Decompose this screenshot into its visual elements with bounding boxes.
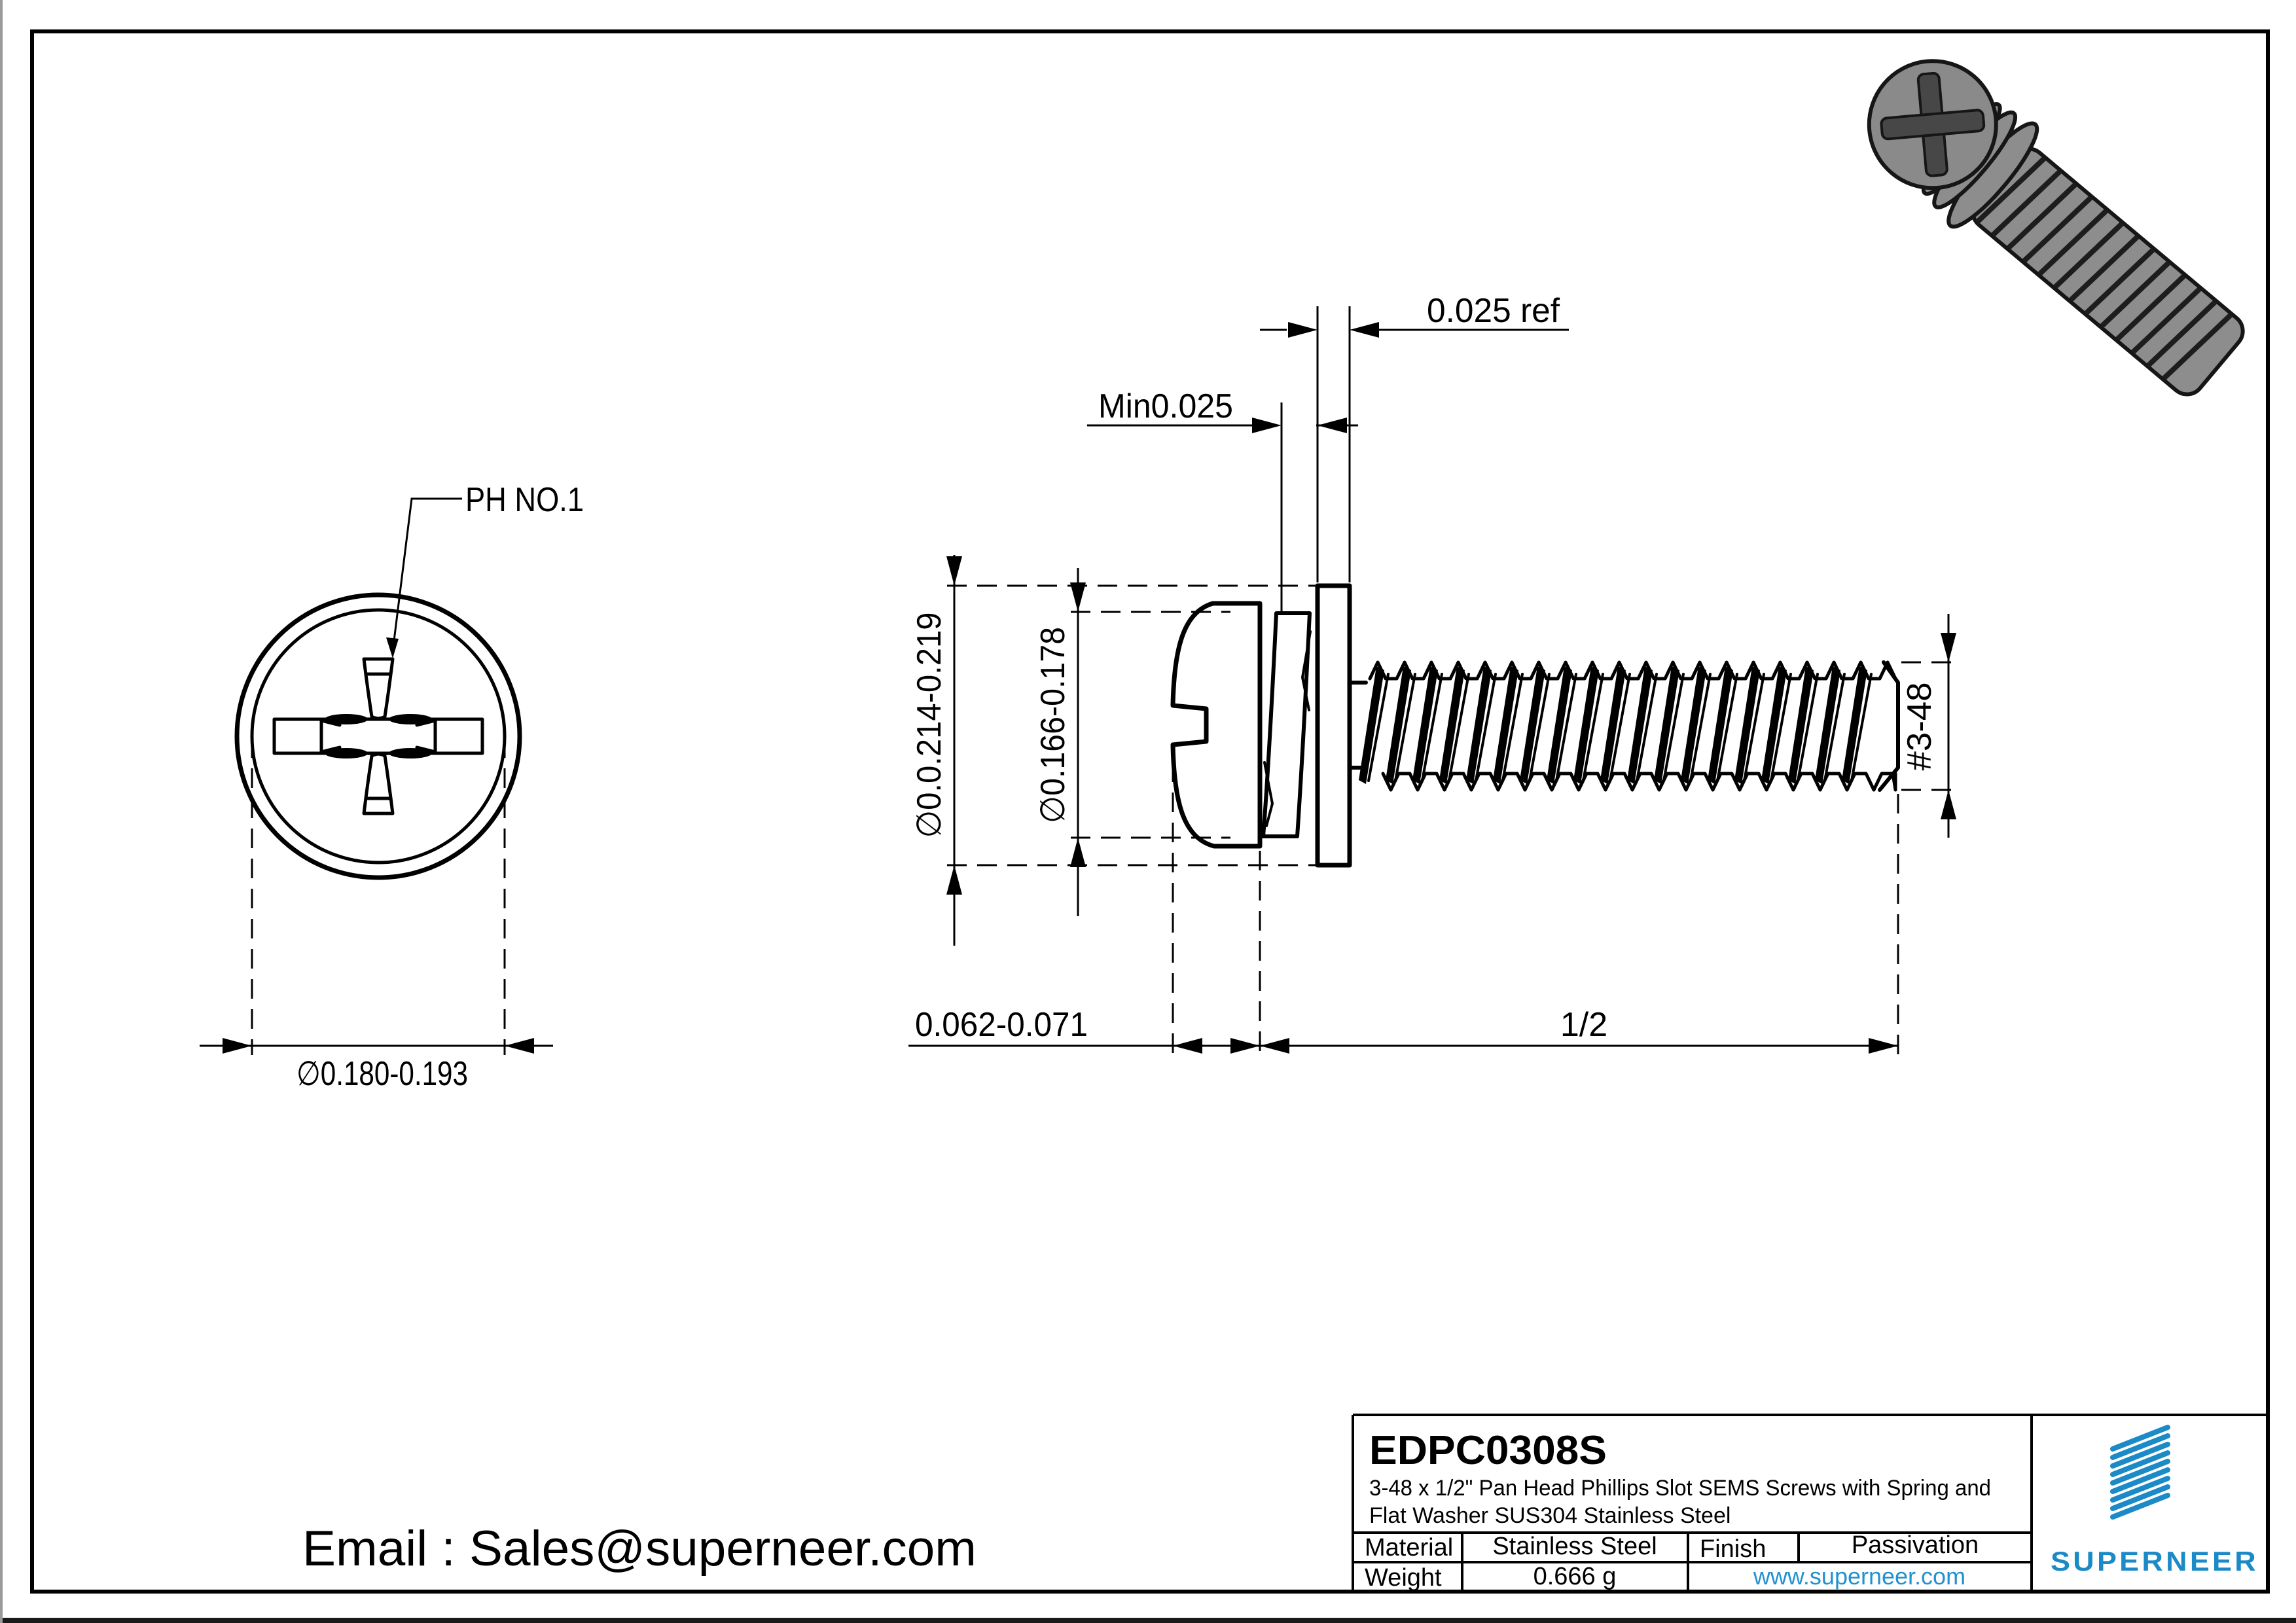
phillips-recess-outline bbox=[319, 657, 437, 815]
website-link: www.superneer.com bbox=[1753, 1563, 1965, 1590]
contact-email: Email : Sales@superneer.com bbox=[302, 1521, 977, 1577]
phillips-recess-shading bbox=[325, 714, 432, 758]
thread-tip bbox=[1878, 660, 1900, 792]
weight-label: Weight bbox=[1365, 1564, 1442, 1592]
page-border-frame bbox=[30, 29, 2270, 1594]
end-view: PH NO.1 ∅0.180-0.193 bbox=[200, 481, 584, 1093]
finish-label: Finish bbox=[1700, 1535, 1766, 1563]
washer-extension-lines bbox=[1280, 306, 1351, 615]
flat-washer-od-label: ∅0.0.214-0.219 bbox=[910, 613, 948, 838]
spring-washer-circle bbox=[250, 608, 507, 865]
slot-dia-label: ∅0.180-0.193 bbox=[296, 1055, 468, 1093]
title-block: EDPC0308S 3-48 x 1/2" Pan Head Phillips … bbox=[1352, 1414, 2268, 1592]
washer-thickness-arrows bbox=[1288, 322, 1379, 338]
sheet-left-edge bbox=[0, 0, 3, 1623]
title-block-grid bbox=[1352, 1414, 2268, 1592]
spring-washer-profile bbox=[1261, 611, 1312, 838]
screw-3d-shank bbox=[1971, 147, 2245, 397]
spring-washer-od-label: ∅0.166-0.178 bbox=[1034, 627, 1072, 823]
screw-3d-phillips-cross-icon bbox=[1880, 71, 1986, 177]
bottom-extension-lines bbox=[1172, 762, 1899, 1055]
material-label: Material bbox=[1365, 1534, 1453, 1561]
thread-length-label: 1/2 bbox=[1560, 1006, 1607, 1044]
spring-washer-od-extensions bbox=[1071, 611, 1230, 839]
side-view: Min0.025 0.025 ref ∅0.0.214-0.219 ∅0.166… bbox=[908, 292, 1958, 1055]
flat-washer-od-extensions bbox=[947, 584, 1318, 866]
ph-leader-line bbox=[391, 497, 462, 652]
screw-3d-thread-stripes-path bbox=[1975, 156, 2233, 381]
description-line2: Flat Washer SUS304 Stainless Steel bbox=[1369, 1503, 1731, 1528]
thread-spec-label: #3-48 bbox=[1901, 683, 1939, 771]
finish-value: Passivation bbox=[1852, 1531, 1979, 1559]
screw-3d-render bbox=[1867, 59, 2245, 397]
sheet-bottom-edge bbox=[0, 1618, 2296, 1623]
material-value: Stainless Steel bbox=[1492, 1533, 1657, 1560]
weight-value: 0.666 g bbox=[1534, 1563, 1617, 1590]
flat-washer-profile bbox=[1315, 583, 1352, 868]
thread-helix-lines bbox=[1367, 673, 1873, 782]
screw-3d-flat-washer bbox=[1946, 121, 2039, 229]
ph-leader-arrow bbox=[386, 637, 399, 658]
thread-flank-shading bbox=[1359, 666, 1867, 784]
slot-dia-extension-lines bbox=[251, 738, 506, 1055]
brand-name: SUPERNEER bbox=[2051, 1546, 2259, 1577]
description-line1: 3-48 x 1/2" Pan Head Phillips Slot SEMS … bbox=[1369, 1476, 1991, 1501]
min-gap-label: Min0.025 bbox=[1098, 387, 1233, 425]
head-profile bbox=[1170, 601, 1263, 849]
superneer-logo-icon bbox=[2110, 1425, 2170, 1520]
part-number: EDPC0308S bbox=[1369, 1428, 1607, 1473]
head-height-label: 0.062-0.071 bbox=[915, 1006, 1088, 1044]
superneer-logo: SUPERNEER bbox=[2051, 1425, 2259, 1577]
min-gap-arrows bbox=[1252, 418, 1347, 433]
washer-thickness-label: 0.025 ref bbox=[1427, 292, 1560, 330]
spring-washer-split bbox=[1263, 630, 1312, 827]
flat-washer-circle bbox=[234, 592, 522, 880]
ph-drive-label: PH NO.1 bbox=[465, 481, 584, 519]
slot-outline bbox=[272, 717, 484, 755]
